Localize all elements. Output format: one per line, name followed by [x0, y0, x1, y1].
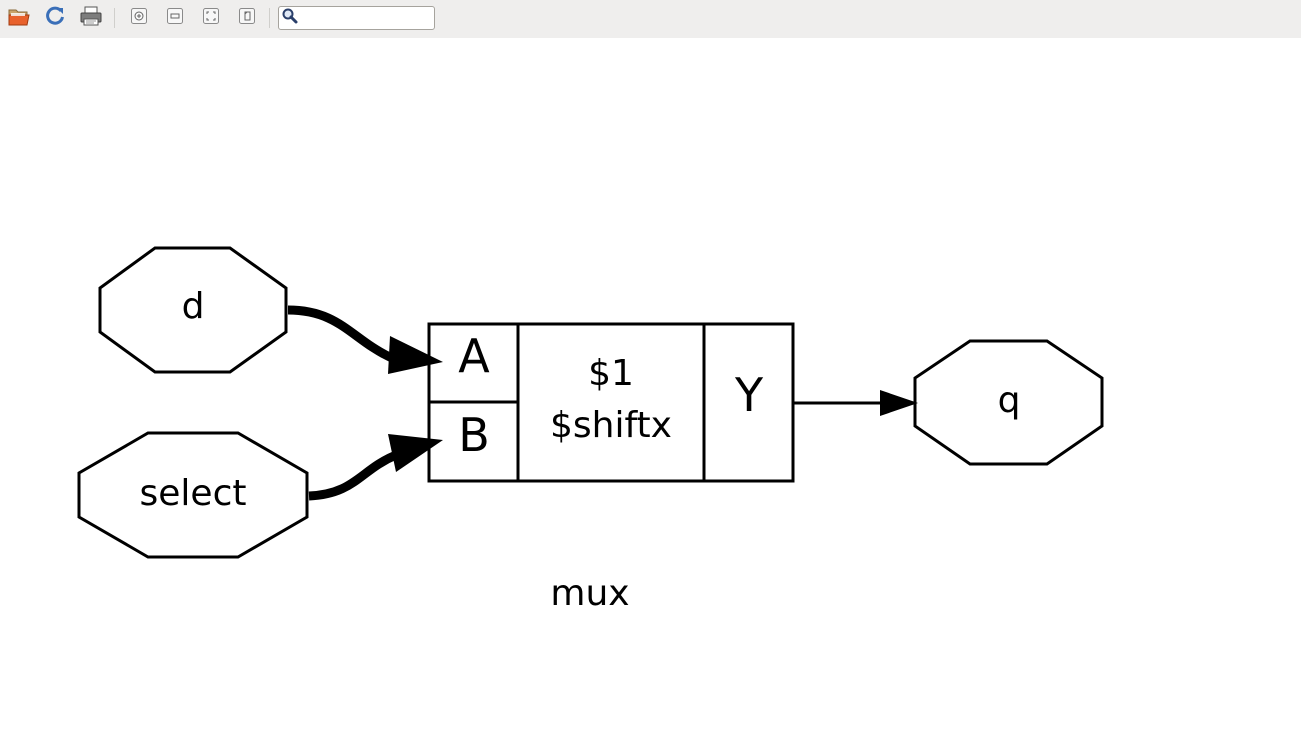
toolbar-separator: [114, 8, 115, 28]
toolbar-separator: [269, 8, 270, 28]
output-port-node-q[interactable]: q: [913, 339, 1104, 466]
folder-open-icon: [7, 5, 31, 31]
refresh-icon: [44, 5, 66, 31]
print-button[interactable]: [77, 4, 105, 32]
graph-canvas[interactable]: d select q A B $1 $shiftx Y: [0, 38, 1301, 744]
node-label-d: d: [182, 286, 205, 327]
cell-shiftx[interactable]: A B $1 $shiftx Y: [427, 322, 795, 483]
input-port-node-select[interactable]: select: [77, 431, 309, 559]
zoom-out-icon: [166, 7, 184, 29]
input-port-node-d[interactable]: d: [98, 246, 288, 374]
zoom-in-button[interactable]: [125, 4, 153, 32]
zoom-fit-button[interactable]: [197, 4, 225, 32]
cell-port-b: B: [458, 408, 490, 462]
toolbar: [0, 0, 1301, 38]
cell-port-a: A: [458, 329, 490, 383]
edge-y-to-q: [793, 390, 918, 416]
open-button[interactable]: [5, 4, 33, 32]
module-label: mux: [550, 573, 629, 614]
reload-button[interactable]: [41, 4, 69, 32]
cell-type: $shiftx: [550, 405, 672, 446]
zoom-out-button[interactable]: [161, 4, 189, 32]
search-input[interactable]: [299, 8, 433, 28]
printer-icon: [79, 5, 103, 31]
zoom-original-icon: [238, 7, 256, 29]
node-label-select: select: [140, 473, 247, 514]
zoom-in-icon: [130, 7, 148, 29]
edge-d-to-a: [287, 305, 443, 374]
magnifier-icon: [281, 7, 299, 29]
zoom-fit-icon: [202, 7, 220, 29]
node-label-q: q: [998, 380, 1021, 421]
cell-name: $1: [588, 353, 634, 394]
zoom-reset-button[interactable]: [233, 4, 261, 32]
edge-select-to-b: [308, 434, 443, 501]
cell-port-y: Y: [734, 368, 764, 422]
search-field[interactable]: [278, 6, 435, 30]
